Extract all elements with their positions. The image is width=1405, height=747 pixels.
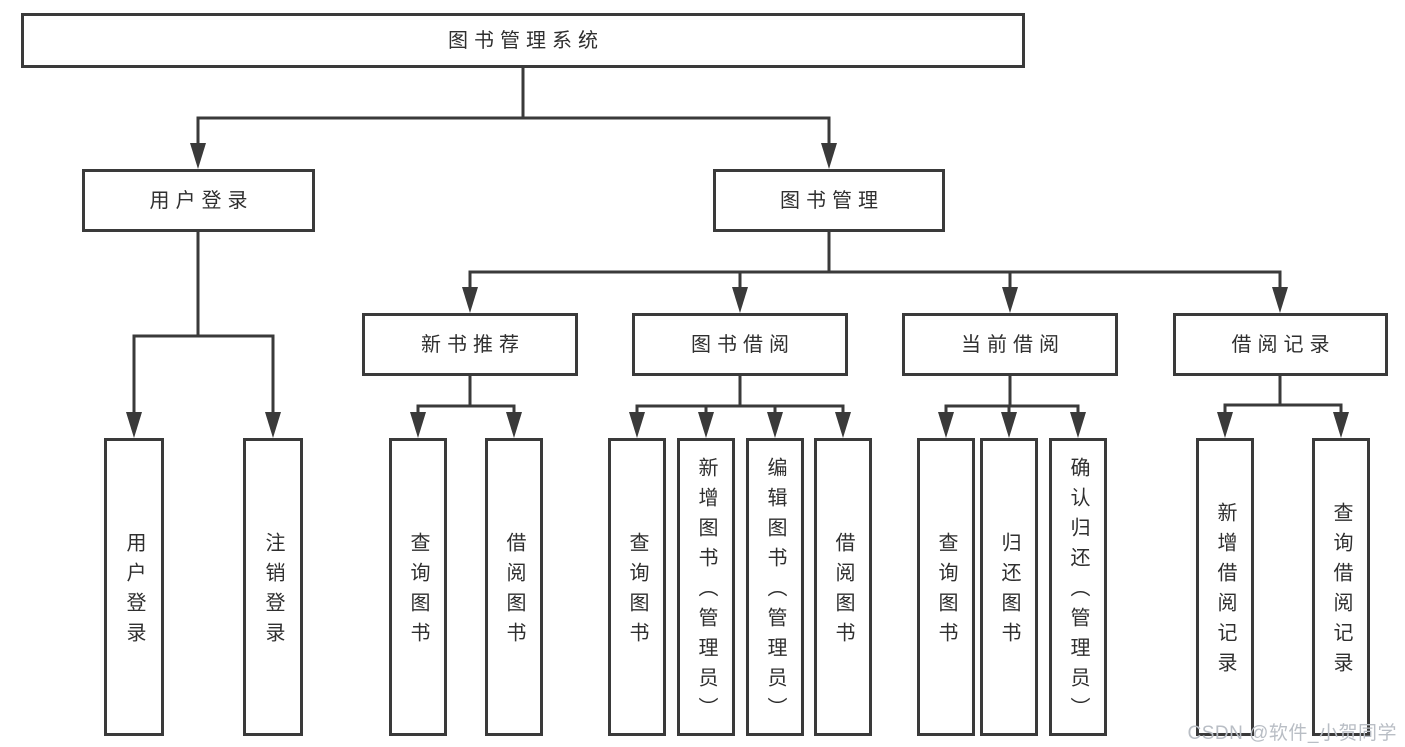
- node-logout: 注销登录: [243, 438, 303, 736]
- node-borrow-books-leaf: 借阅图书: [814, 438, 872, 736]
- node-book-management: 图书管理: [713, 169, 945, 232]
- node-user-login: 用户登录: [82, 169, 315, 232]
- node-query-books-recommend: 查询图书: [389, 438, 447, 736]
- node-new-book-recommend: 新书推荐: [362, 313, 578, 376]
- watermark: CSDN @软件_小贺同学: [1187, 723, 1397, 744]
- node-add-borrow-record: 新增借阅记录: [1196, 438, 1254, 736]
- node-return-book: 归还图书: [980, 438, 1038, 736]
- node-edit-book-admin: 编辑图书（管理员）: [746, 438, 804, 736]
- node-borrow-records: 借阅记录: [1173, 313, 1388, 376]
- node-query-borrow-record: 查询借阅记录: [1312, 438, 1370, 736]
- node-library-management-system: 图书管理系统: [21, 13, 1025, 68]
- node-query-books-borrowing: 查询图书: [608, 438, 666, 736]
- node-current-borrowing: 当前借阅: [902, 313, 1118, 376]
- node-user-login-leaf: 用户登录: [104, 438, 164, 736]
- node-add-book-admin: 新增图书（管理员）: [677, 438, 735, 736]
- node-borrow-books-recommend: 借阅图书: [485, 438, 543, 736]
- node-query-books-current: 查询图书: [917, 438, 975, 736]
- node-confirm-return-admin: 确认归还（管理员）: [1049, 438, 1107, 736]
- node-book-borrowing: 图书借阅: [632, 313, 848, 376]
